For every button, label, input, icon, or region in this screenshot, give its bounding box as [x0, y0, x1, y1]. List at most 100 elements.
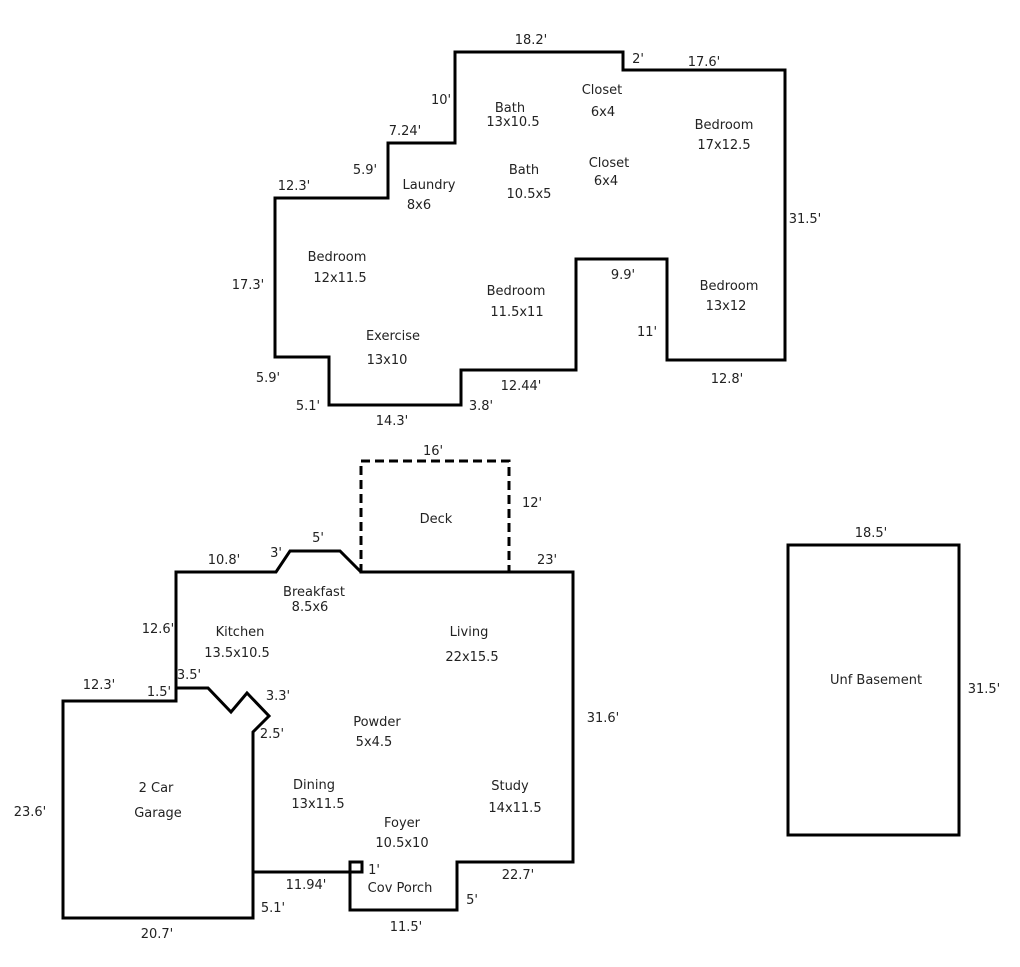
dim-label: 9.9' — [611, 268, 635, 283]
room-size: 13x11.5 — [291, 797, 344, 812]
dim-label: 31.5' — [789, 212, 822, 227]
dim-label: 11' — [637, 325, 657, 340]
room-living: Living 22x15.5 — [445, 625, 498, 665]
room-name: Kitchen — [216, 625, 265, 640]
basement: Unf Basement 18.5' 31.5' — [786, 526, 1001, 837]
dim-label: 7.24' — [389, 124, 422, 139]
room-size: 13x10 — [367, 353, 408, 368]
upper-floor-outline — [273, 50, 787, 407]
room-name: Study — [491, 779, 529, 794]
room-size: 13x12 — [706, 299, 747, 314]
room-name: Breakfast — [283, 585, 345, 600]
dim-label: 20.7' — [141, 927, 174, 942]
room-name: Dining — [293, 778, 335, 793]
room-foyer: Foyer 10.5x10 — [375, 816, 428, 851]
dim-label: 14.3' — [376, 414, 409, 429]
dim-label: 11.5' — [390, 920, 423, 935]
dim-label: 2' — [632, 52, 644, 67]
room-name: Bath — [495, 101, 525, 116]
dim-label: 11.94' — [286, 878, 327, 893]
room-kitchen: Kitchen 13.5x10.5 — [204, 625, 270, 661]
upper-dimensions: 18.2' 2' 17.6' 10' 7.24' 5.9' 12.3' 31.5… — [232, 33, 822, 429]
dim-label: 18.2' — [515, 33, 548, 48]
room-bedroom-w: Bedroom 12x11.5 — [308, 250, 367, 286]
dim-label: 10.8' — [208, 553, 241, 568]
room-laundry: Laundry 8x6 — [403, 178, 456, 213]
room-name: Laundry — [403, 178, 456, 193]
room-size: 12x11.5 — [313, 271, 366, 286]
room-name: Cov Porch — [368, 881, 433, 896]
dim-label: 5.1' — [261, 901, 285, 916]
dim-label: 23.6' — [14, 805, 47, 820]
room-exercise: Exercise 13x10 — [366, 329, 420, 368]
dim-label: 31.6' — [587, 711, 620, 726]
room-closet-1: Closet 6x4 — [582, 83, 623, 120]
dim-label: 12.6' — [142, 622, 175, 637]
room-powder: Powder 5x4.5 — [353, 715, 401, 750]
dim-label: 17.6' — [688, 55, 721, 70]
room-name: Bedroom — [308, 250, 367, 265]
dim-label: 5.9' — [353, 163, 377, 178]
room-name: Closet — [582, 83, 623, 98]
dim-label: 31.5' — [968, 682, 1001, 697]
room-size: 10.5x10 — [375, 836, 428, 851]
dim-label: 5' — [312, 531, 324, 546]
room-name: Foyer — [384, 816, 421, 831]
deck-outline — [359, 459, 511, 574]
room-size: 8.5x6 — [292, 600, 329, 615]
dim-label: 22.7' — [502, 868, 535, 883]
room-bedroom-ne: Bedroom 17x12.5 — [695, 118, 754, 153]
dim-label: 3.8' — [469, 399, 493, 414]
room-name: Bedroom — [695, 118, 754, 133]
room-size: 5x4.5 — [356, 735, 393, 750]
room-size: 11.5x11 — [490, 305, 543, 320]
dim-label: 3.5' — [177, 668, 201, 683]
dim-label: 18.5' — [855, 526, 888, 541]
room-closet-2: Closet 6x4 — [589, 156, 630, 189]
dim-label: 5' — [466, 893, 478, 908]
room-name: Powder — [353, 715, 401, 730]
room-size: 6x4 — [594, 174, 618, 189]
room-name: Bedroom — [700, 279, 759, 294]
dim-label: 2.5' — [260, 727, 284, 742]
room-size: 13.5x10.5 — [204, 646, 270, 661]
room-size: 6x4 — [591, 105, 615, 120]
room-bedroom-se: Bedroom 13x12 — [700, 279, 759, 314]
room-size: 10.5x5 — [507, 187, 552, 202]
room-bath-1: Bath 13x10.5 — [486, 101, 539, 130]
room-bedroom-mid: Bedroom 11.5x11 — [487, 284, 546, 320]
garage-outline — [61, 688, 255, 920]
dim-label: 12.44' — [501, 379, 542, 394]
room-name: Exercise — [366, 329, 420, 344]
dim-label: 3' — [270, 546, 282, 561]
room-size: 8x6 — [407, 198, 431, 213]
dim-label: 23' — [537, 553, 557, 568]
upper-floor: Bath 13x10.5 Closet 6x4 Bedroom 17x12.5 … — [232, 33, 822, 429]
room-name: Bedroom — [487, 284, 546, 299]
room-size: 13x10.5 — [486, 115, 539, 130]
main-floor-outline — [174, 549, 575, 912]
dim-label: 1.5' — [147, 685, 171, 700]
room-cov-porch: Cov Porch — [368, 881, 433, 896]
dim-label: 10' — [431, 93, 451, 108]
room-dining: Dining 13x11.5 — [291, 778, 344, 812]
room-size: 22x15.5 — [445, 650, 498, 665]
room-size: 17x12.5 — [697, 138, 750, 153]
dim-label: 16' — [423, 444, 443, 459]
dim-label: 12' — [522, 496, 542, 511]
room-size: 14x11.5 — [488, 801, 541, 816]
room-breakfast: Breakfast 8.5x6 — [283, 585, 345, 615]
room-name: 2 Car — [139, 781, 174, 796]
room-name: Closet — [589, 156, 630, 171]
dim-label: 17.3' — [232, 278, 265, 293]
main-floor: Deck 16' 12' Breakfast 8.5x6 Kitchen 13.… — [14, 444, 620, 942]
dim-label: 5.1' — [296, 399, 320, 414]
dim-label: 1' — [368, 863, 380, 878]
room-name: Bath — [509, 163, 539, 178]
room-name: Living — [450, 625, 489, 640]
room-study: Study 14x11.5 — [488, 779, 541, 816]
room-garage: 2 Car Garage — [134, 781, 182, 821]
main-dimensions: 10.8' 3' 5' 23' 12.6' 3.5' 12.3' 1.5' 3.… — [14, 531, 620, 942]
dim-label: 12.3' — [278, 179, 311, 194]
